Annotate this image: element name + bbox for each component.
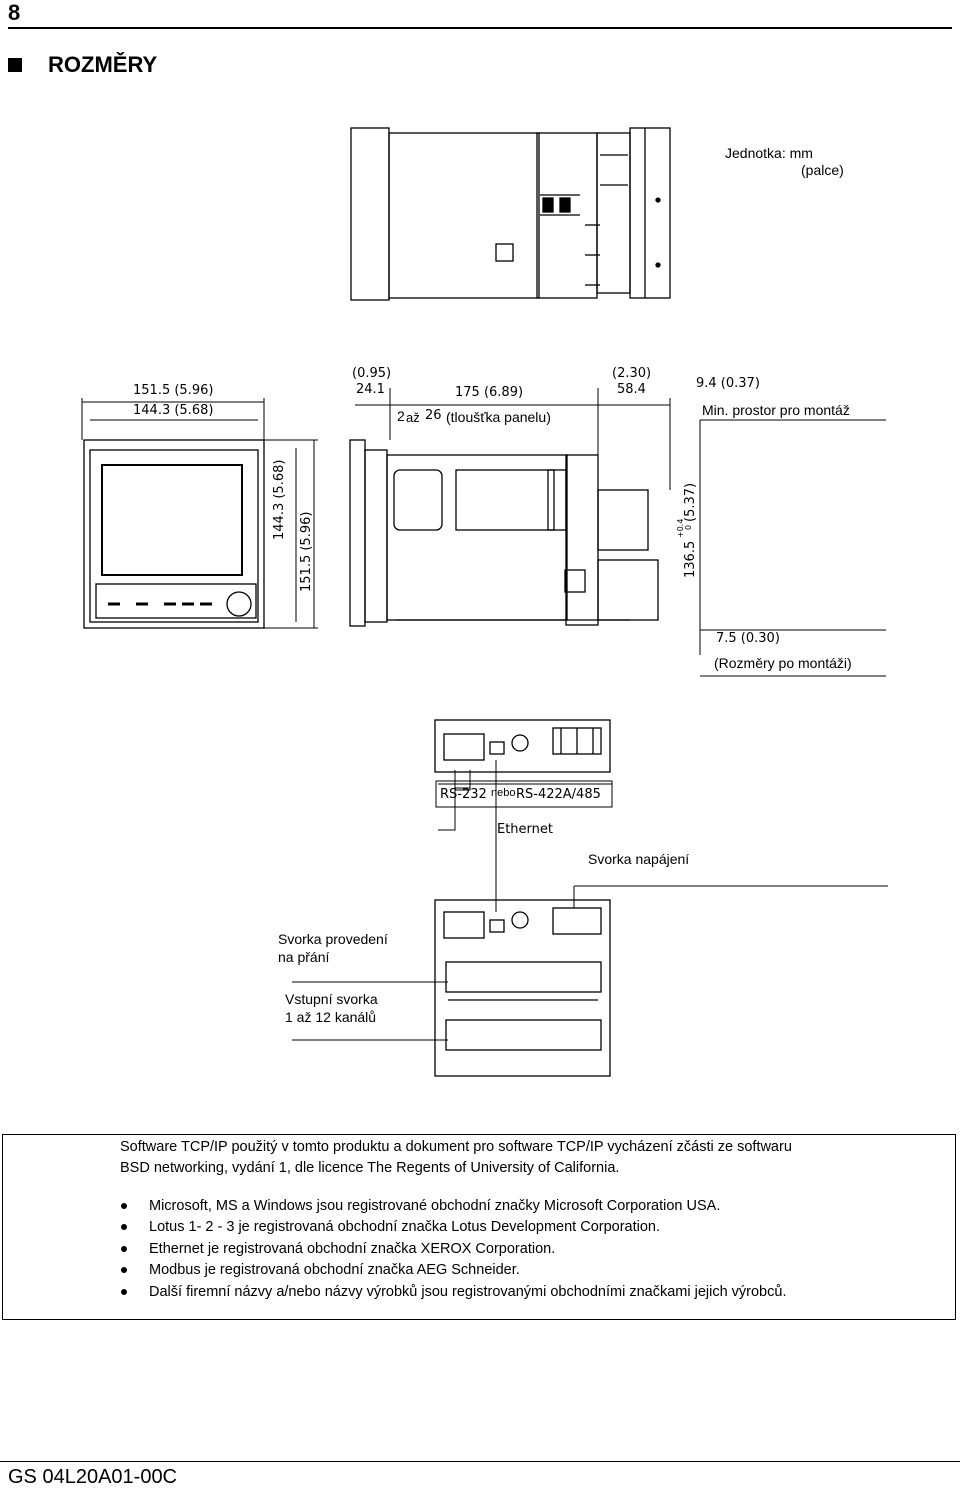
dim-depth: 175 (6.89): [455, 385, 524, 400]
list-item: Lotus 1- 2 - 3 je registrovaná obchodní …: [3, 1217, 953, 1239]
tcpip-note-line-1: Software TCP/IP použitý v tomto produktu…: [120, 1139, 792, 1155]
list-item: Modbus je registrovaná obchodní značka A…: [3, 1260, 953, 1282]
rear-view-upper: [434, 719, 611, 773]
trademark-notes-box: Software TCP/IP použitý v tomto produktu…: [2, 1134, 956, 1320]
dim-rear-mm: 58.4: [617, 382, 646, 397]
panel-thickness-max: 26: [425, 408, 442, 423]
dim-rear-inch: (2.30): [612, 366, 652, 381]
list-item: Microsoft, MS a Windows jsou registrovan…: [3, 1195, 953, 1217]
dim-bezel-mm: 24.1: [356, 382, 385, 397]
section-heading: ROZMĚRY: [8, 52, 157, 78]
bullet-icon: [121, 1224, 127, 1231]
rs422-label: RS-422A/485: [516, 787, 601, 802]
page-number: 8: [8, 0, 21, 25]
square-bullet-icon: [8, 58, 22, 72]
bullet-icon: [121, 1202, 127, 1209]
ethernet-label: Ethernet: [497, 822, 553, 837]
unit-label-inch: (palce): [801, 162, 844, 178]
panel-thickness-join: až: [406, 410, 420, 425]
tcpip-note-line-2: BSD networking, vydání 1, dle licence Th…: [120, 1160, 620, 1176]
nebo-label: nebo: [491, 787, 516, 799]
dim-cutout: 136.5: [683, 540, 698, 578]
option-terminal-label-2: na přání: [278, 949, 330, 965]
list-item: Další firemní názvy a/nebo názvy výrobků…: [3, 1281, 953, 1303]
bullet-icon: [121, 1245, 127, 1252]
panel-thickness-min: 2: [397, 408, 405, 424]
dim-front-height-inner: 144.3 (5.68): [272, 459, 287, 540]
bullet-icon: [121, 1267, 127, 1274]
input-terminal-label-1: Vstupní svorka: [285, 991, 378, 1007]
dimension-drawing: [81, 127, 888, 1077]
rear-view-lower: [434, 899, 611, 1077]
rs232-label: RS-232: [440, 787, 487, 802]
top-view: [350, 127, 671, 301]
unit-label: Jednotka: mm: [725, 145, 813, 161]
bullet-icon: [121, 1288, 127, 1295]
power-terminal-label: Svorka napájení: [588, 851, 690, 867]
dim-cutout-inch: (5.37): [683, 482, 698, 522]
header-rule: [8, 27, 952, 29]
dim-bezel-inch: (0.95): [352, 366, 392, 381]
footer-rule: [0, 1461, 960, 1462]
dim-front-width-inner: 144.3 (5.68): [133, 403, 214, 418]
trademark-list: Microsoft, MS a Windows jsou registrovan…: [3, 1195, 953, 1303]
side-view: [349, 439, 659, 627]
dim-cutout-tol2: 0: [684, 524, 693, 530]
option-terminal-label-1: Svorka provedení: [278, 931, 388, 947]
dim-mount-offset: 7.5 (0.30): [716, 631, 780, 646]
input-terminal-label-2: 1 až 12 kanálů: [285, 1009, 377, 1025]
dim-front-width-outer: 151.5 (5.96): [133, 383, 214, 398]
list-item: Ethernet je registrovaná obchodní značka…: [3, 1238, 953, 1260]
min-space-label: Min. prostor pro montáž: [702, 402, 850, 418]
section-title: ROZMĚRY: [48, 52, 158, 77]
panel-thickness-label: (tloušťka panelu): [446, 409, 551, 425]
after-mount-label: (Rozměry po montáži): [714, 655, 852, 671]
document-code: GS 04L20A01-00C: [8, 1466, 178, 1488]
dim-clearance: 9.4 (0.37): [696, 376, 760, 391]
front-view: [83, 439, 265, 629]
dim-front-height-outer: 151.5 (5.96): [299, 511, 314, 592]
